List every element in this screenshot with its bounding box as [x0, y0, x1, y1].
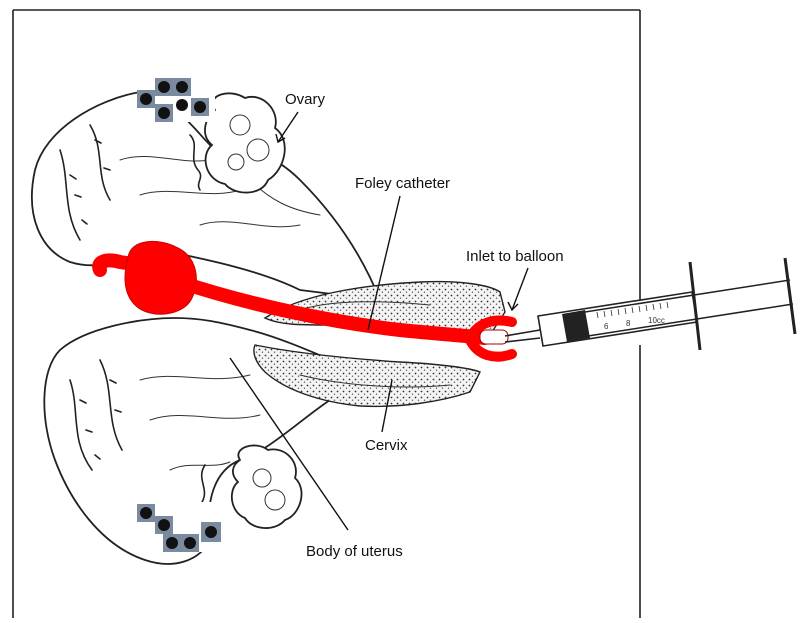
syringe-barrel — [538, 292, 697, 346]
leader-ovary — [278, 112, 298, 142]
leader-inlet — [512, 268, 528, 310]
syringe-plunger-seal — [562, 310, 590, 342]
syringe-thumb-rest — [785, 258, 795, 334]
label-ovary: Ovary — [285, 91, 326, 108]
syringe: 6 8 10cc — [505, 258, 795, 350]
dot-block-lower — [137, 502, 223, 552]
syringe-scale-10cc: 10cc — [648, 316, 665, 325]
label-inlet-to-balloon: Inlet to balloon — [466, 248, 564, 265]
dot-block-upper — [137, 78, 215, 122]
label-body-of-uterus: Body of uterus — [306, 543, 403, 560]
label-foley-catheter: Foley catheter — [355, 175, 450, 192]
label-cervix: Cervix — [365, 437, 408, 454]
syringe-scale-8: 8 — [626, 319, 631, 328]
syringe-scale-6: 6 — [604, 322, 609, 331]
